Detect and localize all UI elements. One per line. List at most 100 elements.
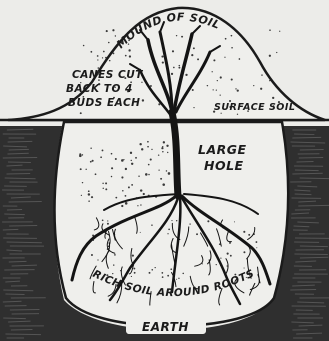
soil-speckle [138, 175, 139, 176]
soil-speckle [147, 146, 149, 148]
soil-speckle [163, 141, 165, 143]
soil-speckle [97, 55, 99, 57]
earth-hatch-stroke [3, 290, 33, 291]
soil-speckle [121, 159, 124, 162]
soil-speckle [129, 55, 131, 57]
soil-speckle [167, 233, 168, 234]
soil-speckle [150, 85, 152, 87]
soil-speckle [261, 74, 262, 75]
soil-speckle [161, 272, 163, 274]
soil-speckle [115, 35, 116, 36]
soil-speckle [125, 202, 128, 205]
soil-speckle [150, 158, 152, 160]
soil-speckle [168, 228, 170, 230]
soil-speckle [113, 53, 115, 55]
soil-speckle [224, 57, 225, 58]
soil-speckle [191, 54, 193, 56]
soil-speckle [128, 49, 130, 51]
soil-speckle [149, 272, 151, 274]
soil-speckle [82, 182, 83, 183]
earth-hatch-stroke [300, 246, 328, 247]
soil-speckle [131, 163, 133, 165]
earth-hatch-stroke [8, 141, 33, 142]
soil-speckle [243, 251, 245, 253]
soil-speckle [140, 232, 141, 233]
soil-speckle [142, 99, 144, 101]
soil-speckle [160, 178, 162, 180]
soil-speckle [158, 169, 159, 170]
soil-speckle [102, 183, 103, 184]
soil-speckle [213, 89, 214, 90]
soil-speckle [151, 269, 153, 271]
soil-speckle [85, 169, 86, 170]
soil-speckle [176, 35, 177, 36]
soil-speckle [182, 273, 184, 275]
soil-speckle [112, 29, 114, 31]
soil-speckle [97, 259, 98, 260]
soil-speckle [135, 157, 137, 159]
soil-speckle [158, 154, 159, 155]
soil-speckle [92, 160, 94, 162]
soil-speckle [176, 279, 177, 280]
earth-hatch-stroke [295, 170, 319, 171]
soil-speckle [260, 88, 262, 90]
soil-speckle [147, 141, 149, 143]
soil-speckle [131, 276, 132, 277]
earth-hatch-stroke [7, 153, 28, 154]
soil-speckle [114, 254, 116, 256]
label-surface-soil: SURFACE SOIL [214, 102, 295, 113]
soil-speckle [140, 204, 141, 205]
soil-speckle [90, 51, 92, 53]
soil-speckle [234, 221, 235, 222]
soil-speckle [130, 152, 132, 154]
soil-speckle [81, 195, 82, 196]
soil-speckle [172, 50, 174, 52]
soil-speckle [113, 264, 114, 265]
soil-speckle [103, 188, 104, 189]
label-hole: HOLE [204, 158, 244, 173]
earth-hatch-stroke [3, 318, 26, 319]
label-canes-line3: BUDS EACH [68, 97, 140, 109]
earth-hatch-stroke [3, 157, 37, 158]
soil-speckle [162, 276, 164, 278]
soil-speckle [103, 51, 105, 53]
soil-speckle [80, 168, 82, 170]
soil-speckle [231, 35, 233, 37]
soil-speckle [133, 268, 135, 270]
soil-speckle [269, 29, 271, 31]
soil-speckle [83, 45, 85, 47]
soil-speckle [269, 80, 270, 81]
soil-speckle [235, 88, 236, 89]
earth-hatch-stroke [299, 157, 323, 158]
soil-speckle [82, 154, 84, 156]
soil-speckle [196, 233, 198, 235]
earth-hatch-stroke [294, 134, 314, 135]
soil-speckle [216, 90, 217, 91]
soil-speckle [139, 143, 141, 145]
soil-speckle [179, 65, 180, 66]
soil-speckle [230, 255, 232, 257]
soil-speckle [176, 220, 177, 221]
soil-speckle [269, 55, 271, 57]
soil-speckle [216, 264, 217, 265]
soil-speckle [181, 36, 183, 38]
soil-speckle [197, 58, 199, 60]
soil-speckle [162, 62, 164, 64]
soil-speckle [239, 58, 241, 60]
soil-speckle [171, 220, 172, 221]
soil-speckle [213, 59, 215, 61]
soil-speckle [253, 85, 254, 86]
soil-speckle [255, 241, 257, 243]
soil-speckle [109, 60, 111, 62]
soil-speckle [143, 193, 145, 195]
soil-speckle [131, 160, 132, 161]
soil-speckle [276, 52, 277, 53]
soil-speckle [115, 197, 117, 199]
soil-speckle [125, 168, 127, 170]
soil-speckle [137, 205, 138, 206]
soil-speckle [173, 67, 175, 69]
soil-speckle [248, 234, 250, 236]
soil-speckle [279, 31, 280, 32]
